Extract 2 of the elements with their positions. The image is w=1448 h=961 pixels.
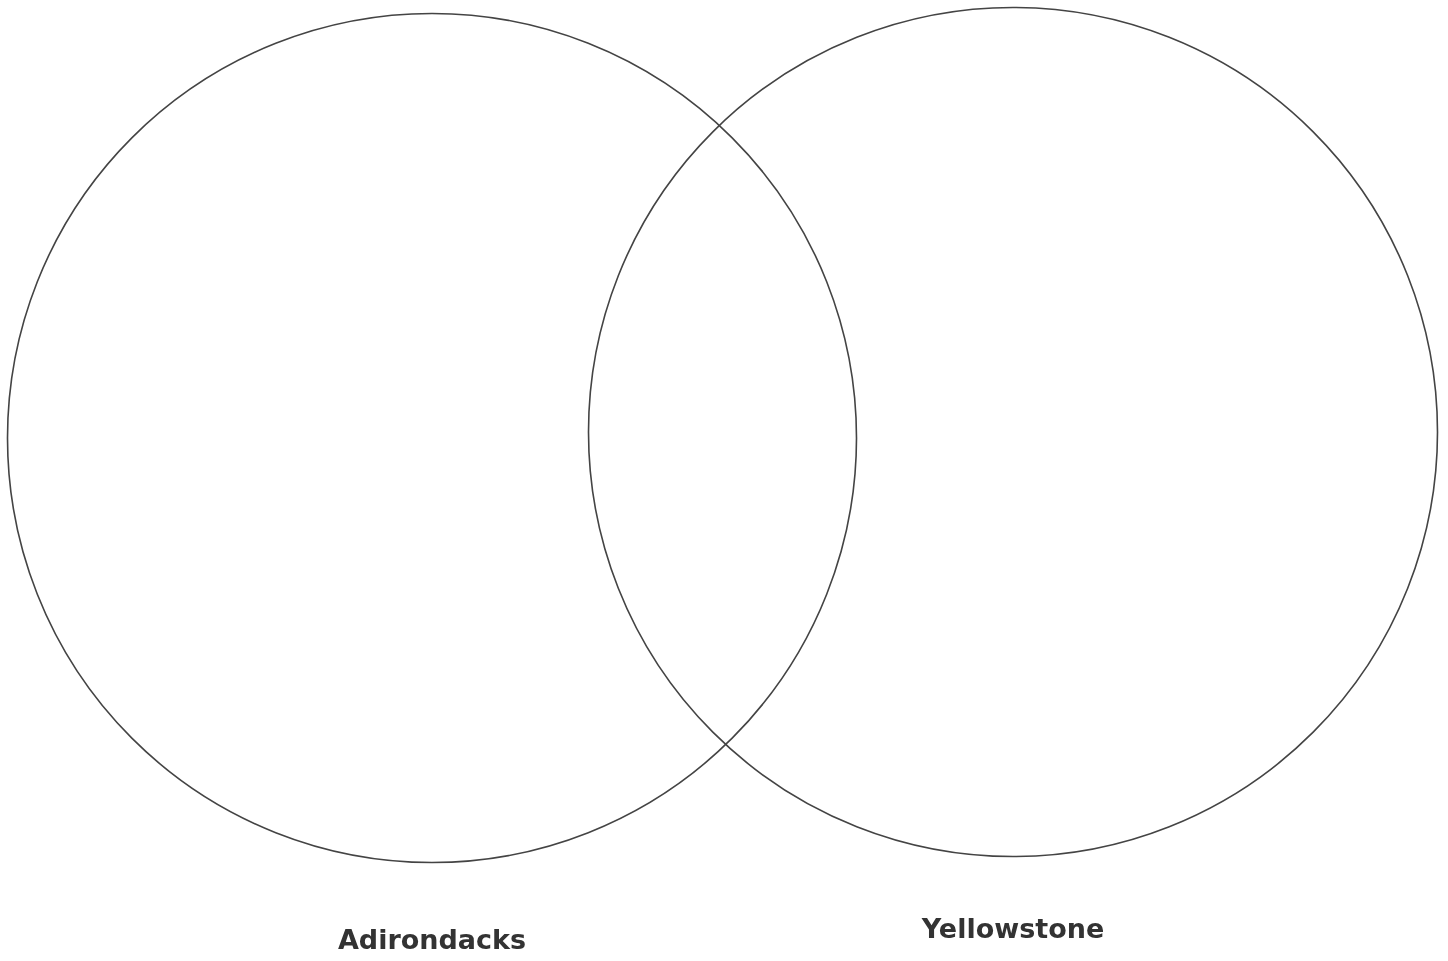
- set-label: Yellowstone: [921, 913, 1105, 944]
- set-label: Adirondacks: [337, 924, 527, 955]
